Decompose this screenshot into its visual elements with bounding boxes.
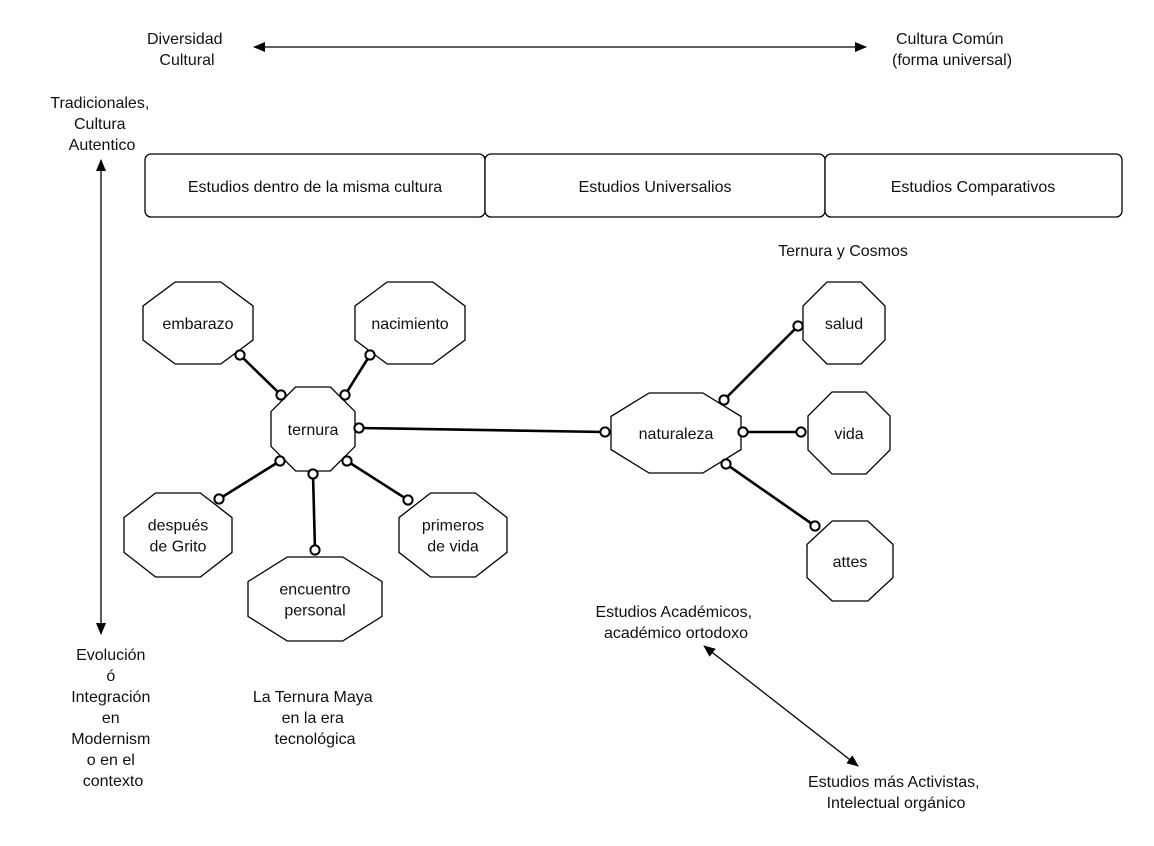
node-shape-nacimiento: [354, 281, 466, 365]
edge-endpoint-attes-naturaleza-start: [809, 520, 821, 532]
edge-primeros-ternura: [346, 459, 409, 502]
node-shape-salud: [802, 281, 886, 365]
node-shape-vida: [807, 391, 891, 475]
edge-endpoint-primeros-ternura-end: [341, 455, 353, 467]
edge-endpoint-encuentro-ternura-start: [309, 544, 321, 556]
edges-layer: [218, 325, 816, 551]
node-label-salud: salud: [825, 316, 863, 333]
horizontal-axis-right-label: Cultura Común (forma universal): [892, 31, 1012, 69]
node-shape-encuentro: [247, 556, 383, 642]
node-shape-primeros: [398, 492, 508, 578]
node-label-vida: vida: [834, 426, 863, 443]
edge-despues-ternura: [218, 459, 281, 501]
category-box-comparativos: Estudios Comparativos: [824, 153, 1123, 218]
horizontal-axis: Diversidad Cultural Cultura Común (forma…: [147, 31, 1012, 69]
node-nacimiento: nacimiento: [354, 281, 466, 365]
edge-endpoint-embarazo-ternura-start: [234, 349, 246, 361]
node-salud: salud: [802, 281, 886, 365]
node-embarazo: embarazo: [142, 281, 254, 365]
category-label-comparativos: Estudios Comparativos: [891, 179, 1056, 196]
horizontal-axis-left-label: Diversidad Cultural: [147, 31, 227, 69]
edge-endpoint-salud-naturaleza-start: [792, 320, 804, 332]
vertical-axis-top-label: Tradicionales, Cultura Autentico: [50, 95, 153, 154]
edge-endpoint-encuentro-ternura-end: [307, 468, 319, 480]
edge-endpoint-nacimiento-ternura-start: [364, 349, 376, 361]
edge-endpoint-vida-naturaleza-start: [795, 426, 807, 438]
edge-attes-naturaleza: [725, 462, 816, 528]
category-header: Estudios dentro de la misma cultura Estu…: [144, 153, 1123, 218]
edge-ternura-naturaleza: [358, 426, 606, 434]
node-shape-naturaleza: [610, 392, 742, 474]
node-label-nacimiento: nacimiento: [371, 316, 448, 333]
node-label-ternura: ternura: [288, 422, 339, 439]
edge-endpoint-despues-ternura-end: [274, 455, 286, 467]
edge-endpoint-salud-naturaleza-end: [718, 394, 730, 406]
edge-salud-naturaleza: [723, 325, 799, 401]
node-shape-ternura: [270, 386, 356, 472]
node-label-naturaleza: naturaleza: [639, 426, 714, 443]
diagonal-axis-top-label: Estudios Académicos, académico ortodoxo: [596, 604, 757, 642]
edge-endpoint-despues-ternura-start: [213, 493, 225, 505]
node-ternura: ternura: [270, 386, 356, 472]
edge-endpoint-primeros-ternura-start: [402, 494, 414, 506]
category-label-universales: Estudios Universalios: [579, 179, 732, 196]
edge-endpoint-nacimiento-ternura-end: [339, 389, 351, 401]
diagonal-axis: Estudios Académicos, académico ortodoxo …: [596, 604, 984, 812]
category-box-misma: Estudios dentro de la misma cultura: [144, 153, 486, 218]
edge-endpoint-vida-naturaleza-end: [737, 426, 749, 438]
node-attes: attes: [806, 520, 894, 602]
edge-encuentro-ternura: [311, 473, 317, 551]
node-label-attes: attes: [833, 554, 868, 571]
diagonal-axis-bottom-label: Estudios más Activistas, Intelectual org…: [808, 774, 984, 812]
node-shape-despues: [123, 492, 233, 578]
endpoints-layer: [213, 320, 821, 556]
edge-endpoint-embarazo-ternura-end: [275, 389, 287, 401]
diagonal-axis-arrow: [703, 645, 859, 767]
node-label-embarazo: embarazo: [162, 316, 233, 333]
node-shape-embarazo: [142, 281, 254, 365]
group-label-ternura-maya: La Ternura Maya en la era tecnológica: [253, 689, 377, 748]
edge-endpoint-ternura-naturaleza-start: [353, 422, 365, 434]
edge-endpoint-attes-naturaleza-end: [720, 458, 732, 470]
edge-nacimiento-ternura: [343, 354, 372, 396]
edge-embarazo-ternura: [239, 354, 282, 396]
vertical-axis-bottom-label: Evolución ó Integración en Modernism o e…: [71, 647, 155, 790]
node-vida: vida: [807, 391, 891, 475]
node-naturaleza: naturaleza: [610, 392, 742, 474]
edge-endpoint-ternura-naturaleza-end: [599, 426, 611, 438]
node-shape-attes: [806, 520, 894, 602]
group-label-ternura-cosmos: Ternura y Cosmos: [778, 243, 908, 260]
category-box-universales: Estudios Universalios: [484, 153, 826, 218]
category-label-misma: Estudios dentro de la misma cultura: [188, 179, 442, 196]
vertical-axis: Tradicionales, Cultura Autentico Evoluci…: [50, 95, 155, 790]
